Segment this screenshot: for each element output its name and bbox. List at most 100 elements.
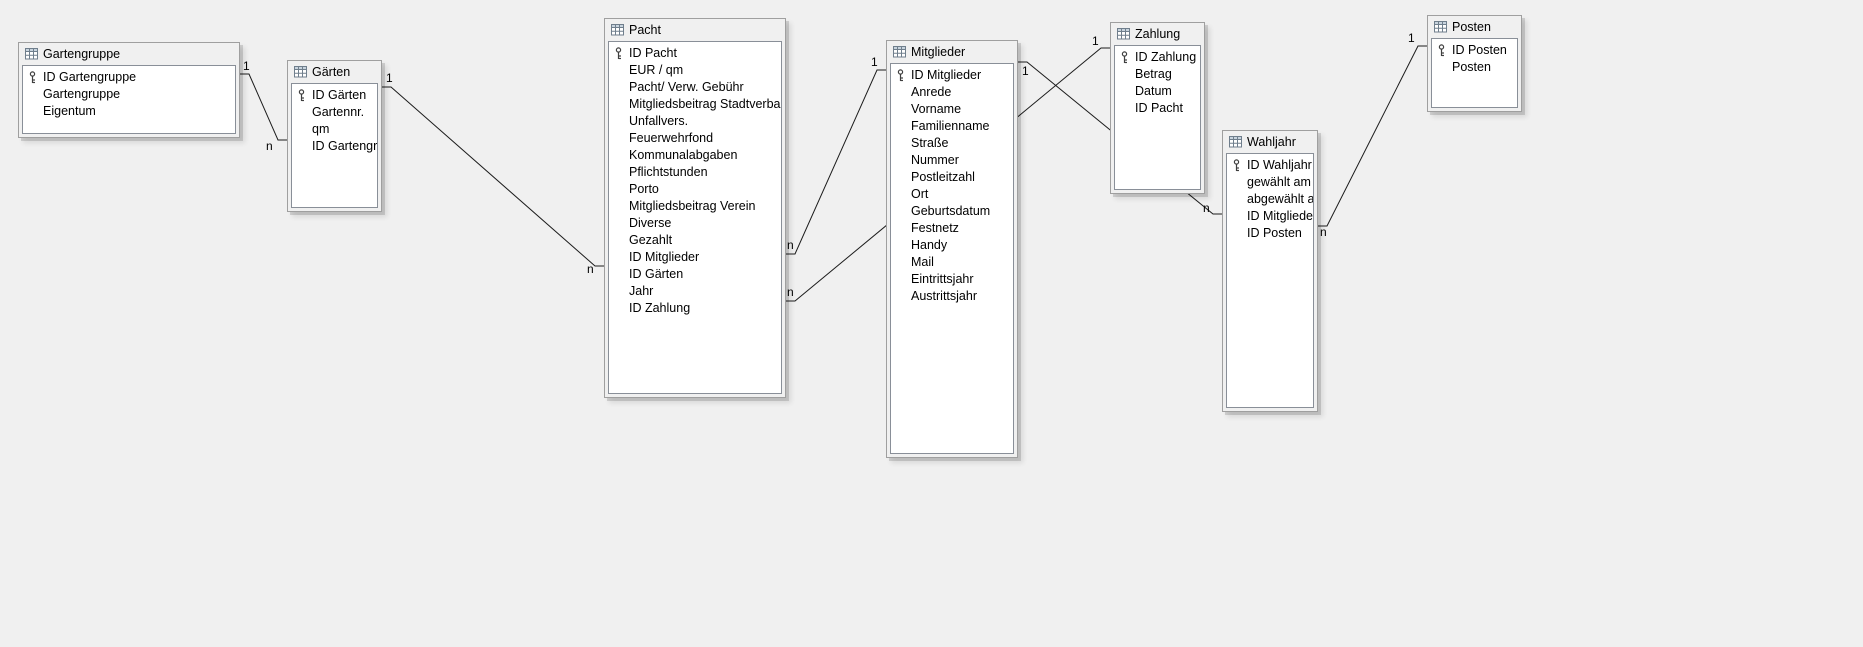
field-label: Kommunalabgaben	[629, 148, 738, 162]
field-row-feuerwehrfond[interactable]: Feuerwehrfond	[609, 130, 781, 147]
field-row-id-zahlung[interactable]: ID Zahlung	[609, 300, 781, 317]
field-label: ID Gärten	[312, 88, 367, 102]
field-label: Pflichtstunden	[629, 165, 708, 179]
field-row-postleitzahl[interactable]: Postleitzahl	[891, 169, 1013, 186]
field-row-nummer[interactable]: Nummer	[891, 152, 1013, 169]
field-row-eintrittsjahr[interactable]: Eintrittsjahr	[891, 271, 1013, 288]
table-icon	[611, 23, 624, 35]
table-window-wahljahr[interactable]: Wahljahr ID Wahljahr gewählt am abgewählt a…	[1222, 130, 1318, 412]
field-label: Nummer	[911, 153, 959, 167]
field-row-anrede[interactable]: Anrede	[891, 84, 1013, 101]
field-row-vorname[interactable]: Vorname	[891, 101, 1013, 118]
field-row-id-gartengruppe[interactable]: ID Gartengruppe	[292, 138, 377, 155]
field-row-eur-qm[interactable]: EUR / qm	[609, 62, 781, 79]
field-row-gezahlt[interactable]: Gezahlt	[609, 232, 781, 249]
field-row-id-zahlung[interactable]: ID Zahlung	[1115, 49, 1200, 66]
field-row-id-posten[interactable]: ID Posten	[1432, 42, 1517, 59]
field-row-diverse[interactable]: Diverse	[609, 215, 781, 232]
relationship-line-gartengruppe-gaerten[interactable]	[240, 73, 287, 141]
field-row-gewählt-am[interactable]: gewählt am	[1227, 174, 1313, 191]
field-row-geburtsdatum[interactable]: Geburtsdatum	[891, 203, 1013, 220]
table-titlebar[interactable]: Posten	[1428, 16, 1521, 37]
cardinality-many-label: n	[1203, 201, 1210, 215]
table-title: Gärten	[312, 64, 351, 79]
field-label: Unfallvers.	[629, 114, 689, 128]
field-row-id-mitglieder[interactable]: ID Mitglieder	[891, 67, 1013, 84]
field-label: Posten	[1452, 60, 1491, 74]
field-label: Feuerwehrfond	[629, 131, 714, 145]
field-row-festnetz[interactable]: Festnetz	[891, 220, 1013, 237]
table-title: Gartengruppe	[43, 46, 121, 61]
cardinality-one-label: 1	[1022, 64, 1029, 78]
field-row-id-gärten[interactable]: ID Gärten	[292, 87, 377, 104]
field-row-austrittsjahr[interactable]: Austrittsjahr	[891, 288, 1013, 305]
field-row-eigentum[interactable]: Eigentum	[23, 103, 235, 120]
field-row-ort[interactable]: Ort	[891, 186, 1013, 203]
field-row-id-pacht[interactable]: ID Pacht	[1115, 100, 1200, 117]
field-label: ID Wahljahr	[1247, 158, 1312, 172]
field-label: Gartennr.	[312, 105, 365, 119]
table-titlebar[interactable]: Wahljahr	[1223, 131, 1317, 152]
field-row-datum[interactable]: Datum	[1115, 83, 1200, 100]
field-label: Handy	[911, 238, 948, 252]
field-row-id-gartengruppe[interactable]: ID Gartengruppe	[23, 69, 235, 86]
field-row-porto[interactable]: Porto	[609, 181, 781, 198]
field-row-kommunalabgaben[interactable]: Kommunalabgaben	[609, 147, 781, 164]
field-row-straße[interactable]: Straße	[891, 135, 1013, 152]
field-row-jahr[interactable]: Jahr	[609, 283, 781, 300]
table-title: Pacht	[629, 22, 661, 37]
field-label: Diverse	[629, 216, 672, 230]
table-titlebar[interactable]: Pacht	[605, 19, 785, 40]
field-row-familienname[interactable]: Familienname	[891, 118, 1013, 135]
field-row-handy[interactable]: Handy	[891, 237, 1013, 254]
field-row-id-pacht[interactable]: ID Pacht	[609, 45, 781, 62]
table-icon	[1229, 135, 1242, 147]
cardinality-one-label: 1	[386, 71, 393, 85]
relationship-line-posten-wahljahr[interactable]	[1318, 45, 1427, 227]
relationship-line-gaerten-pacht[interactable]	[382, 86, 604, 267]
field-label: ID Gartengruppe	[312, 139, 377, 153]
field-row-gartengruppe[interactable]: Gartengruppe	[23, 86, 235, 103]
table-titlebar[interactable]: Mitglieder	[887, 41, 1017, 62]
primary-key-icon	[1438, 44, 1445, 57]
field-label: Postleitzahl	[911, 170, 975, 184]
field-row-id-gärten[interactable]: ID Gärten	[609, 266, 781, 283]
field-row-gartennr[interactable]: Gartennr.	[292, 104, 377, 121]
field-row-mitgliedsbeitrag-verein[interactable]: Mitgliedsbeitrag Verein	[609, 198, 781, 215]
field-row-abgewählt-am[interactable]: abgewählt am	[1227, 191, 1313, 208]
field-row-betrag[interactable]: Betrag	[1115, 66, 1200, 83]
field-row-id-wahljahr[interactable]: ID Wahljahr	[1227, 157, 1313, 174]
table-titlebar[interactable]: Gartengruppe	[19, 43, 239, 64]
field-label: ID Mitglieder	[629, 250, 700, 264]
field-label: Geburtsdatum	[911, 204, 991, 218]
field-label: ID Pacht	[1135, 101, 1183, 115]
relationship-line-mitglieder-pacht[interactable]	[786, 69, 886, 255]
field-row-posten[interactable]: Posten	[1432, 59, 1517, 76]
field-row-qm[interactable]: qm	[292, 121, 377, 138]
table-titlebar[interactable]: Zahlung	[1111, 23, 1204, 44]
field-row-mitgliedsbeitrag-stadtverband[interactable]: Mitgliedsbeitrag Stadtverband	[609, 96, 781, 113]
field-label: ID Posten	[1247, 226, 1302, 240]
table-titlebar[interactable]: Gärten	[288, 61, 381, 82]
field-row-pacht-verw-gebühr[interactable]: Pacht/ Verw. Gebühr	[609, 79, 781, 96]
field-label: Jahr	[629, 284, 654, 298]
field-row-unfallvers[interactable]: Unfallvers.	[609, 113, 781, 130]
table-title: Zahlung	[1135, 26, 1181, 41]
table-title: Wahljahr	[1247, 134, 1296, 149]
field-row-pflichtstunden[interactable]: Pflichtstunden	[609, 164, 781, 181]
field-row-mail[interactable]: Mail	[891, 254, 1013, 271]
field-label: ID Gärten	[629, 267, 684, 281]
field-row-id-mitglieder[interactable]: ID Mitglieder	[609, 249, 781, 266]
field-row-id-mitglieder[interactable]: ID Mitglieder	[1227, 208, 1313, 225]
field-label: Gartengruppe	[43, 87, 121, 101]
field-label: gewählt am	[1247, 175, 1311, 189]
field-row-id-posten[interactable]: ID Posten	[1227, 225, 1313, 242]
